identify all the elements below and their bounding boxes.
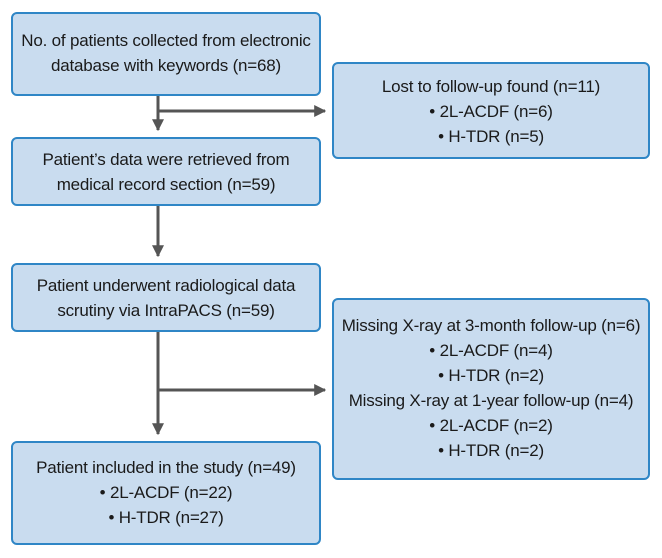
missing-3month-h-tdr: H-TDR (n=2) xyxy=(334,363,648,388)
missing-3month-title: Missing X-ray at 3-month follow-up (n=6) xyxy=(341,316,641,335)
lost-item-2l-acdf: 2L-ACDF (n=6) xyxy=(334,99,648,124)
box-radiological-scrutiny: Patient underwent radiological data scru… xyxy=(11,263,321,332)
box-missing-xray: Missing X-ray at 3-month follow-up (n=6)… xyxy=(332,298,650,480)
included-item-2l-acdf: 2L-ACDF (n=22) xyxy=(13,480,319,505)
scrutiny-line-2: scrutiny via IntraPACS (n=59) xyxy=(57,301,275,320)
box-patients-included: Patient included in the study (n=49) 2L-… xyxy=(11,441,321,545)
collected-line-1: No. of patients collected from electroni… xyxy=(21,31,311,50)
box-lost-to-follow-up: Lost to follow-up found (n=11) 2L-ACDF (… xyxy=(332,62,650,159)
retrieved-line-2: medical record section (n=59) xyxy=(56,175,276,194)
scrutiny-line-1: Patient underwent radiological data xyxy=(36,276,296,295)
included-item-h-tdr: H-TDR (n=27) xyxy=(13,505,319,530)
missing-1year-2l-acdf: 2L-ACDF (n=2) xyxy=(334,413,648,438)
box-patients-collected: No. of patients collected from electroni… xyxy=(11,12,321,96)
collected-line-2: database with keywords (n=68) xyxy=(51,56,281,75)
included-title: Patient included in the study (n=49) xyxy=(36,458,296,477)
retrieved-line-1: Patient’s data were retrieved from xyxy=(42,150,290,169)
lost-title: Lost to follow-up found (n=11) xyxy=(381,77,601,96)
lost-item-h-tdr: H-TDR (n=5) xyxy=(334,124,648,149)
missing-1year-title: Missing X-ray at 1-year follow-up (n=4) xyxy=(348,391,634,410)
box-data-retrieved: Patient’s data were retrieved from medic… xyxy=(11,137,321,206)
missing-1year-h-tdr: H-TDR (n=2) xyxy=(334,438,648,463)
missing-3month-2l-acdf: 2L-ACDF (n=4) xyxy=(334,338,648,363)
